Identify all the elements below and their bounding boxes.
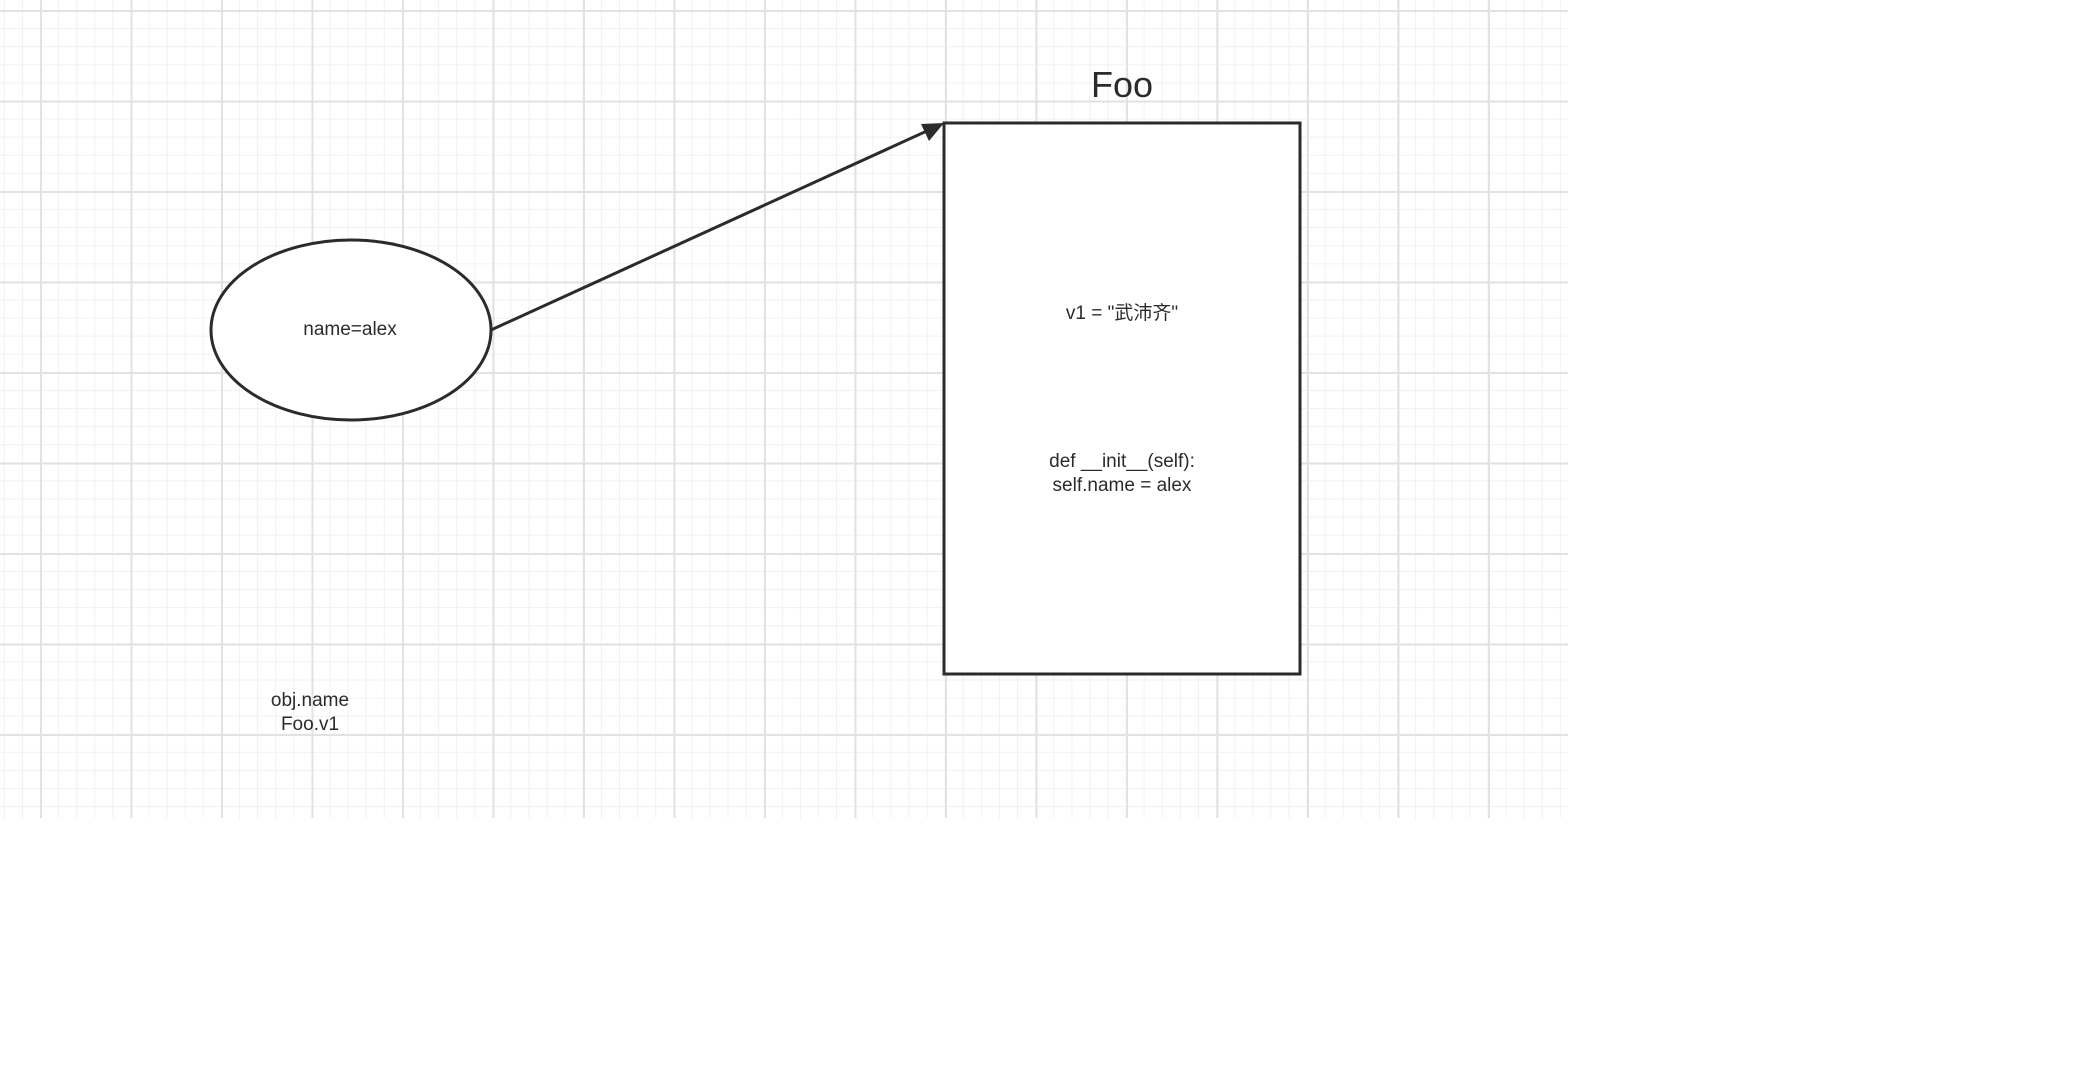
class-attribute: v1 = "武沛齐" xyxy=(1065,303,1179,324)
class-method: def __init__(self): self.name = alex xyxy=(980,450,1264,498)
method-signature: def __init__(self): xyxy=(1049,451,1195,472)
note-line-obj-name: obj.name xyxy=(270,690,350,711)
access-note: obj.name Foo.v1 xyxy=(220,689,400,737)
note-line-foo-v1: Foo.v1 xyxy=(280,714,340,735)
class-box[interactable] xyxy=(942,121,1302,676)
method-body: self.name = alex xyxy=(1052,475,1192,496)
reference-arrow[interactable] xyxy=(490,123,941,332)
arrowhead-icon xyxy=(921,123,944,141)
class-title: Foo xyxy=(1090,64,1154,105)
diagram-canvas: Foo name=alex v1 = "武沛齐" def __init__(se… xyxy=(0,0,1568,818)
instance-label: name=alex xyxy=(303,319,397,340)
diagram-shapes xyxy=(209,121,1302,676)
